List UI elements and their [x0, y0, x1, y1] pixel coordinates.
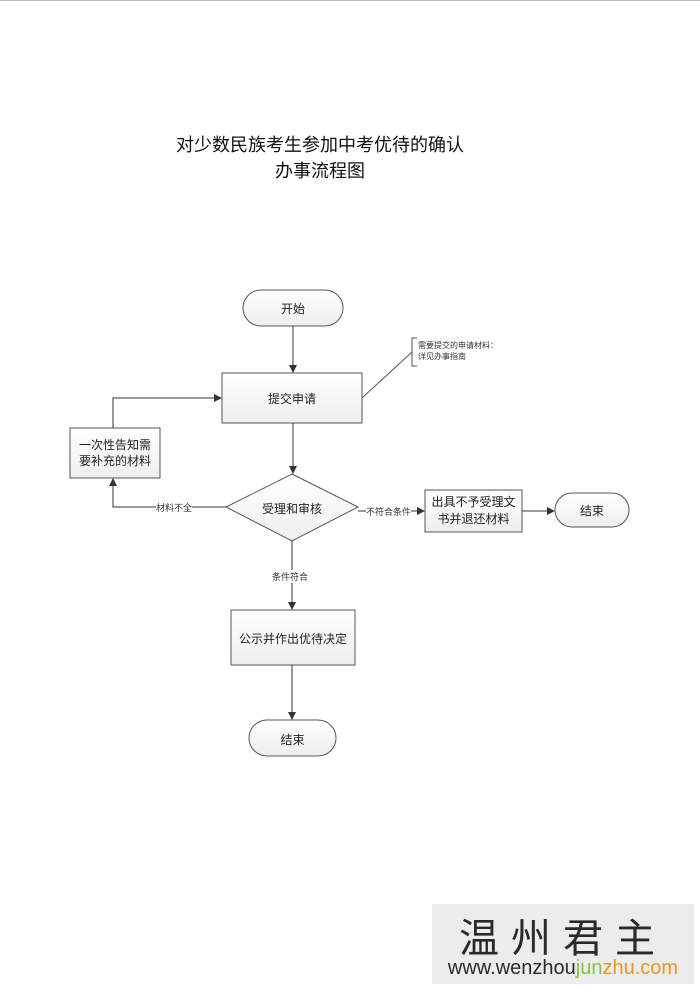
arrow-notify-to-submit: [112, 394, 222, 428]
review-label: 受理和审核: [261, 502, 322, 516]
note-text: 需要提交的申请材料： 详见办事指南: [418, 340, 498, 362]
notify-box: [69, 427, 161, 479]
notify-label-line1: 一次性告知需: [78, 438, 151, 452]
top-border-line: [0, 0, 700, 1]
note-line2: 详见办事指南: [418, 352, 466, 361]
watermark-url-part3: jun: [575, 957, 603, 979]
note-bracket: [411, 337, 417, 367]
reject-box: [424, 489, 523, 533]
notify-label: 一次性告知需 要补充的材料: [70, 437, 160, 469]
watermark-box: [432, 904, 694, 984]
watermark-url-part2: wenzhou: [495, 957, 576, 979]
end-bottom-label: 结束: [280, 733, 305, 747]
end-terminal-right: [554, 492, 630, 528]
submit-label: 提交申请: [267, 392, 316, 406]
start-label: 开始: [280, 302, 305, 316]
end-terminal-bottom: [248, 719, 337, 757]
diagram-title-line1: 对少数民族考生参加中考优待的确认: [176, 135, 464, 156]
watermark-chinese-logo: 温州君主: [459, 916, 667, 962]
reject-label-line1: 出具不予受理文: [431, 495, 516, 509]
edge-label-not-eligible: 不符合条件: [366, 505, 412, 518]
notify-label-line2: 要补充的材料: [78, 454, 151, 468]
publish-box: [230, 609, 356, 666]
diagram-title-line2: 办事流程图: [275, 161, 365, 182]
reject-label-line2: 书并退还材料: [437, 512, 510, 526]
publish-label: 公示并作出优待决定: [238, 632, 347, 646]
watermark-url-part4: zhu.com: [602, 957, 679, 979]
reject-label: 出具不予受理文 书并退还材料: [425, 494, 522, 528]
watermark-url-part1: www.: [447, 957, 496, 979]
watermark-url: www.wenzhoujunzhu.com: [432, 957, 694, 980]
note-connector: [361, 351, 413, 399]
edge-label-eligible: 条件符合: [272, 570, 309, 583]
note-line1: 需要提交的申请材料：: [418, 341, 498, 350]
edge-label-incomplete: 材料不全: [156, 501, 193, 514]
end-right-label: 结束: [579, 504, 604, 518]
